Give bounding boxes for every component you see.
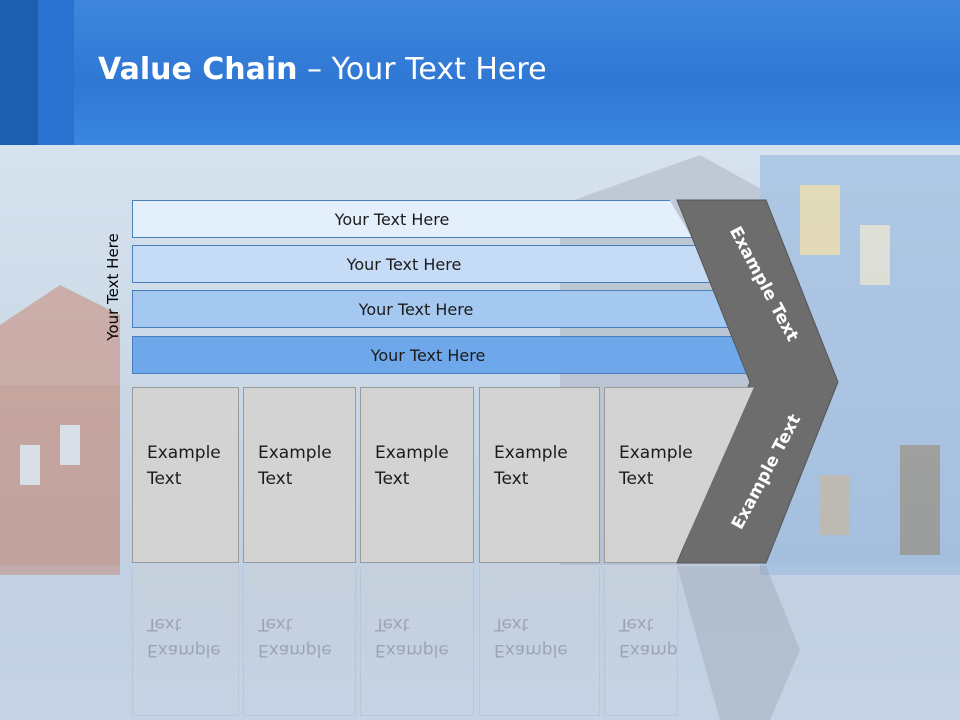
box-reflection: Example Text: [479, 566, 600, 716]
value-chain-row-1: Your Text Here: [132, 200, 692, 238]
value-chain-row-4: Your Text Here: [132, 336, 764, 374]
box-reflection-text: Example Text: [494, 614, 568, 660]
header-accent-stripe: [38, 0, 74, 145]
activity-box-4: Example Text: [479, 387, 600, 563]
activity-box-1: Example Text: [132, 387, 239, 563]
box-reflection: Example Text: [604, 566, 678, 716]
value-chain-row-3: Your Text Here: [132, 290, 740, 328]
activity-box-2: Example Text: [243, 387, 356, 563]
slide-title: Value Chain – Your Text Here: [98, 52, 547, 87]
activity-box-label: Example Text: [375, 443, 449, 489]
activity-box-label: Example Text: [147, 443, 221, 489]
box-reflection: Example Text: [360, 566, 474, 716]
activity-box-label: Example Text: [619, 443, 693, 489]
box-reflection-text: Example Text: [375, 614, 449, 660]
box-reflection-text: Example Text: [258, 614, 332, 660]
box-reflection-text: Example Text: [619, 614, 678, 660]
value-chain-row-2: Your Text Here: [132, 245, 716, 283]
activity-box-label: Example Text: [258, 443, 332, 489]
row-label: Your Text Here: [334, 209, 450, 229]
box-reflection-text: Example Text: [147, 614, 221, 660]
header-accent-stripe: [0, 0, 38, 145]
row-label: Your Text Here: [370, 345, 486, 365]
slide-title-rest: – Your Text Here: [297, 52, 547, 87]
water-reflection: [0, 565, 960, 720]
box-reflection: Example Text: [243, 566, 356, 716]
activity-box-label: Example Text: [494, 443, 568, 489]
chevron-shape: [676, 199, 839, 564]
row-label: Your Text Here: [358, 299, 474, 319]
chevron-reflection: [677, 566, 800, 720]
row-label: Your Text Here: [346, 254, 462, 274]
slide-title-bold: Value Chain: [98, 52, 298, 87]
box-reflection: Example Text: [132, 566, 239, 716]
activity-box-3: Example Text: [360, 387, 474, 563]
slide-header: Value Chain – Your Text Here: [0, 0, 960, 145]
